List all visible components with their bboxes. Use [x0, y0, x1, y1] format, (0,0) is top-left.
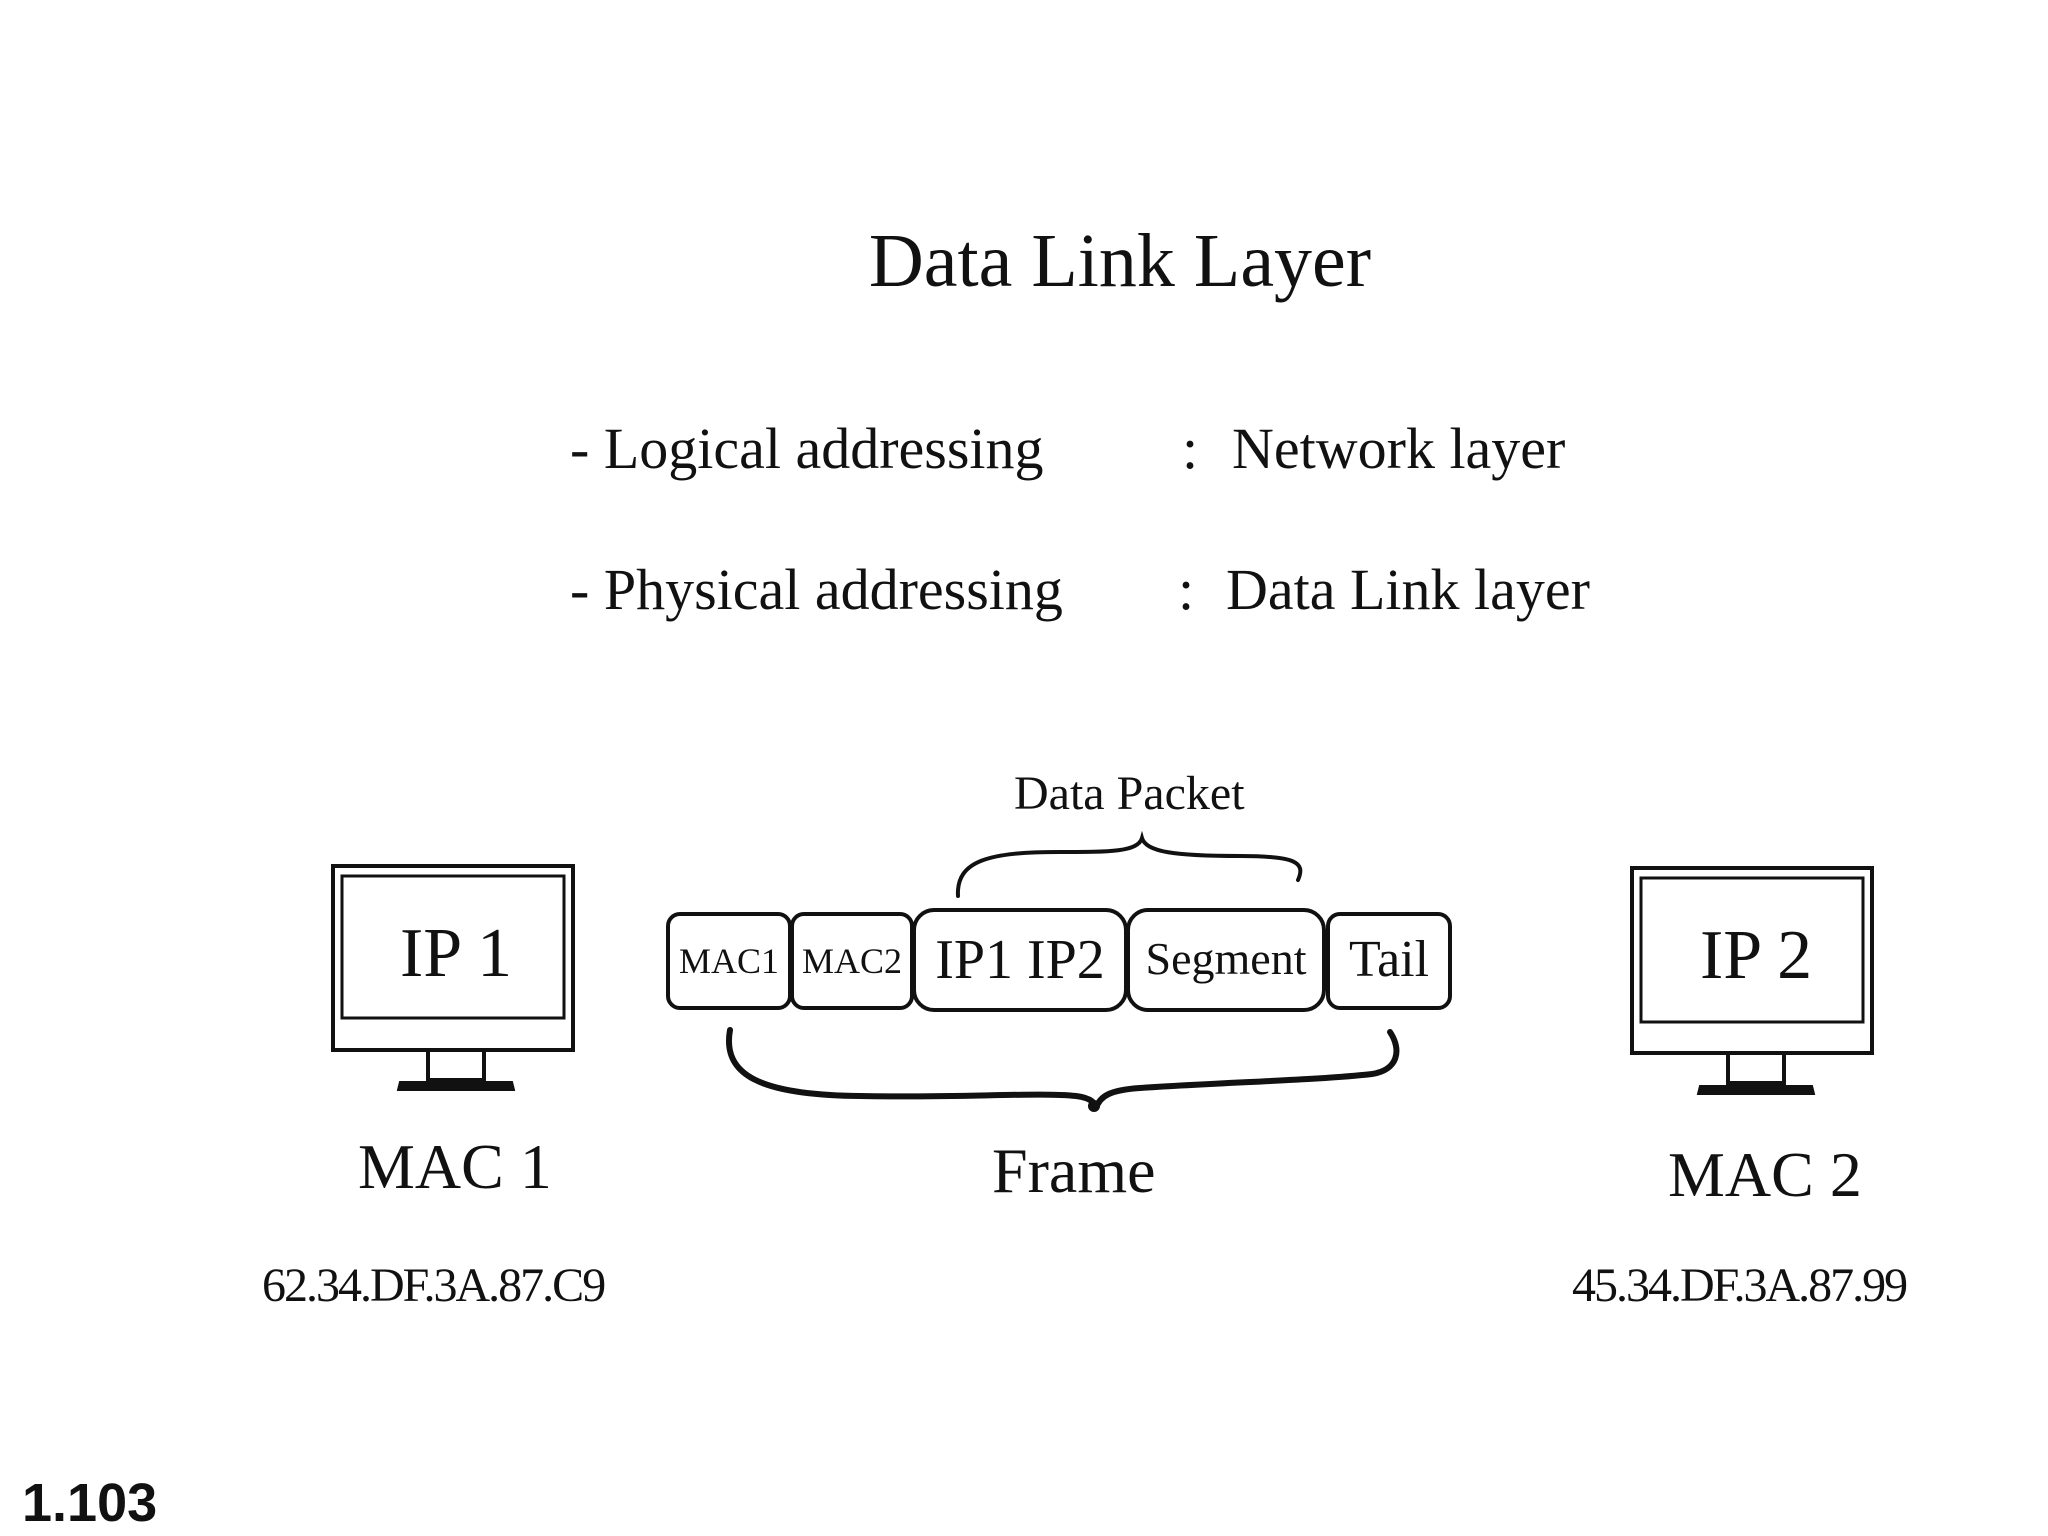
right-computer-icon: [1630, 866, 1874, 1095]
physical-addressing-label: - Physical addressing: [570, 557, 1063, 622]
right-mac-label: MAC 2: [1668, 1139, 1862, 1210]
frame-brace: [725, 1027, 1400, 1110]
frame-cells: [666, 908, 1452, 1012]
right-mac-address: 45.34.DF.3A.87.99: [1572, 1259, 1908, 1312]
frame-cell-segment: Segment: [1145, 933, 1307, 984]
logical-addressing-label: - Logical addressing: [570, 416, 1044, 481]
page-title: Data Link Layer: [868, 219, 1372, 303]
frame-label: Frame: [992, 1135, 1156, 1206]
data-link-layer-label: Data Link layer: [1226, 557, 1590, 622]
left-mac-label: MAC 1: [358, 1131, 552, 1202]
frame-cell-mac2: MAC2: [801, 941, 903, 981]
data-packet-label: Data Packet: [1014, 767, 1245, 820]
frame-cell-tail: Tail: [1348, 931, 1430, 988]
frame-cell-tail-box: [1326, 912, 1452, 1010]
data-packet-brace: [955, 830, 1303, 898]
frame-cell-ip: IP1 IP2: [935, 929, 1105, 991]
physical-addressing-colon: :: [1178, 557, 1195, 622]
network-layer-label: Network layer: [1232, 416, 1566, 481]
left-screen-label: IP 1: [400, 915, 513, 992]
logical-addressing-colon: :: [1182, 416, 1199, 481]
frame-cell-mac1: MAC1: [678, 941, 780, 981]
right-screen-label: IP 2: [1700, 917, 1813, 994]
slide-number: 1.103: [22, 1473, 158, 1533]
frame-cell-segment-box: [1126, 908, 1326, 1012]
left-computer-icon: [331, 864, 575, 1091]
left-mac-address: 62.34.DF.3A.87.C9: [262, 1259, 606, 1312]
